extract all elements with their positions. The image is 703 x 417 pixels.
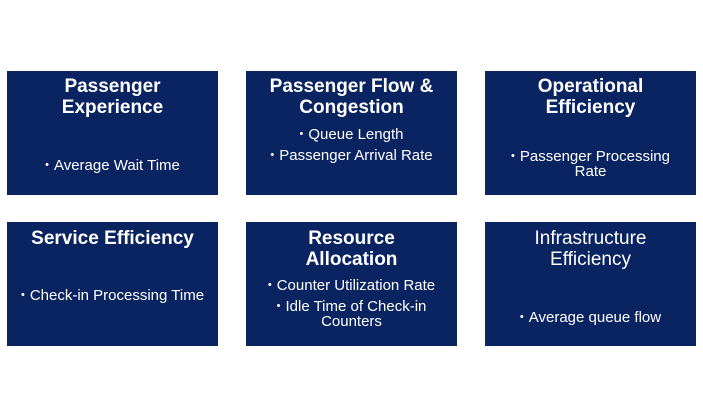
- card-infrastructure-efficiency: Infrastructure Efficiency • Average queue…: [485, 222, 696, 346]
- card-title-line: Operational: [537, 76, 644, 97]
- card-title: Operational Efficiency: [485, 76, 696, 118]
- card-title-line: Congestion: [299, 97, 404, 118]
- card-title-line: Passenger Flow &: [269, 76, 434, 97]
- list-item: • Average queue flow: [485, 310, 696, 325]
- card-passenger-flow: Passenger Flow & Congestion • Queue Lengt…: [246, 71, 457, 195]
- bullet-icon: •: [270, 149, 275, 161]
- card-title-line: Resource: [308, 228, 395, 249]
- card-service-efficiency: Service Efficiency • Check-in Processing …: [7, 222, 218, 346]
- bullet-icon: •: [276, 300, 281, 312]
- card-title-line: Efficiency: [545, 97, 636, 118]
- bullet-icon: •: [511, 150, 515, 162]
- list-item-text: Average queue flow: [528, 309, 662, 326]
- bullet-list: • Passenger Processing Rate: [485, 149, 696, 185]
- list-item: • Check-in Processing Time: [7, 288, 218, 303]
- card-title: Passenger Experience: [7, 76, 218, 118]
- bullet-icon: •: [299, 128, 304, 140]
- list-item: • Idle Time of Check-in Counters: [246, 299, 457, 329]
- card-title: Resource Allocation: [246, 228, 457, 270]
- card-title: Service Efficiency: [7, 228, 218, 249]
- list-item: • Passenger Arrival Rate: [246, 148, 457, 163]
- list-item: • Queue Length: [246, 127, 457, 142]
- list-item-text: Passenger Arrival Rate: [279, 147, 433, 164]
- bullet-list: • Average Wait Time: [7, 158, 218, 179]
- bullet-icon: •: [267, 279, 272, 291]
- list-item: • Average Wait Time: [7, 158, 218, 173]
- list-item-text: Idle Time of Check-in Counters: [285, 298, 427, 330]
- card-passenger-experience: Passenger Experience • Average Wait Time: [7, 71, 218, 195]
- card-operational-efficiency: Operational Efficiency • Passenger Proces…: [485, 71, 696, 195]
- list-item-text: Queue Length: [308, 126, 404, 143]
- list-item-text: Counter Utilization Rate: [276, 277, 436, 294]
- card-title-line: Infrastructure: [534, 228, 647, 249]
- list-item-text: Average Wait Time: [53, 157, 180, 174]
- card-title: Infrastructure Efficiency: [485, 228, 696, 270]
- card-title-line: Allocation: [305, 249, 398, 270]
- card-title-line: Passenger: [64, 76, 161, 97]
- list-item-text: Passenger Processing Rate: [519, 148, 670, 180]
- bullet-list: • Average queue flow: [485, 310, 696, 331]
- bullet-list: • Counter Utilization Rate • Idle Time of …: [246, 278, 457, 335]
- card-title-line: Experience: [61, 97, 164, 118]
- bullet-icon: •: [519, 311, 524, 323]
- card-title-line: Efficiency: [550, 249, 631, 270]
- bullet-list: • Queue Length • Passenger Arrival Rate: [246, 127, 457, 169]
- card-title: Passenger Flow & Congestion: [246, 76, 457, 118]
- card-resource-allocation: Resource Allocation • Counter Utilization…: [246, 222, 457, 346]
- list-item: • Counter Utilization Rate: [246, 278, 457, 293]
- bullet-icon: •: [20, 289, 25, 301]
- bullet-list: • Check-in Processing Time: [7, 288, 218, 309]
- card-title-line: Service Efficiency: [31, 228, 194, 249]
- list-item: • Passenger Processing Rate: [485, 149, 696, 179]
- bullet-icon: •: [45, 159, 49, 171]
- list-item-text: Check-in Processing Time: [29, 287, 205, 304]
